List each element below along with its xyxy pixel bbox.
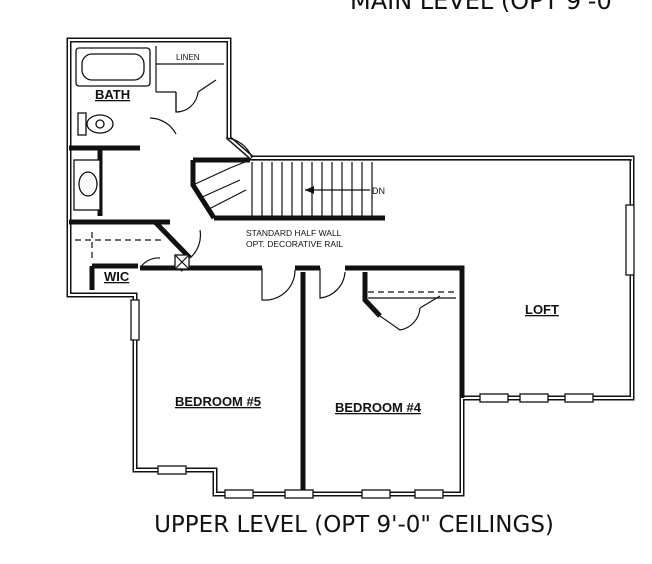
half-wall-note: STANDARD HALF WALL bbox=[246, 228, 342, 238]
wic-label: WIC bbox=[104, 269, 130, 284]
windows bbox=[130, 204, 635, 499]
stair-treads bbox=[251, 162, 373, 216]
stair-winder bbox=[192, 159, 251, 211]
bedroom5-label: BEDROOM #5 bbox=[175, 394, 261, 409]
hvac-chase-icon bbox=[174, 254, 190, 270]
upper-level-caption: UPPER LEVEL (OPT 9'-0" CEILINGS) bbox=[154, 512, 554, 538]
door-swings bbox=[139, 79, 441, 331]
loft-label: LOFT bbox=[525, 302, 559, 317]
stair-direction-label: DN bbox=[372, 186, 385, 196]
rail-note: OPT. DECORATIVE RAIL bbox=[246, 239, 343, 249]
main-level-caption: MAIN LEVEL (OPT 9'-0 bbox=[350, 0, 612, 15]
linen-label: LINEN bbox=[176, 53, 200, 62]
toilet-icon bbox=[77, 112, 114, 136]
stair-arrow-icon bbox=[305, 186, 370, 194]
bedroom4-label: BEDROOM #4 bbox=[335, 400, 422, 415]
sink-icon bbox=[73, 159, 101, 211]
interior-walls bbox=[69, 46, 632, 490]
bathtub-icon bbox=[75, 47, 151, 87]
wic-shelf bbox=[75, 232, 165, 262]
bath-label: BATH bbox=[95, 87, 130, 102]
